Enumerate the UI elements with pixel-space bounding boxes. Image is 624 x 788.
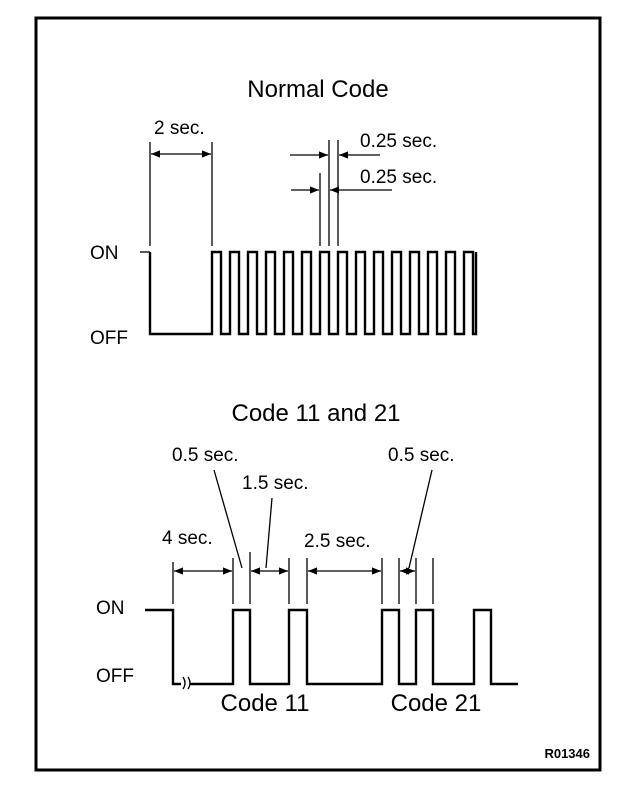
code-11-21-waveform	[190, 608, 518, 686]
time-break-symbol	[182, 676, 191, 690]
normal-code-title: Normal Code	[247, 76, 388, 103]
normal-initial-off-duration-label: 2 sec.	[154, 118, 205, 139]
normal-on-label: ON	[90, 243, 119, 264]
code-21-label: Code 21	[391, 690, 482, 717]
code-separator-duration-label: 2.5 sec.	[304, 531, 371, 552]
code-11-21-title: Code 11 and 21	[231, 400, 400, 427]
figure-frame	[34, 16, 602, 772]
normal-code-section: Normal Code ON OFF 2 sec. 0.25 sec. 0.25…	[90, 76, 478, 349]
normal-off-duration-label: 0.25 sec.	[360, 167, 437, 188]
codes-on-label: ON	[96, 598, 125, 619]
code-gap-duration-label: 1.5 sec.	[242, 473, 309, 494]
figure-reference-code: R01346	[544, 746, 590, 761]
code21-pulse-duration-label: 0.5 sec.	[388, 445, 455, 466]
codes-off-label: OFF	[96, 666, 134, 687]
leader-0-5s-code21	[408, 469, 433, 569]
code-pulse-duration-label: 0.5 sec.	[172, 445, 239, 466]
code-waveform-start	[145, 608, 181, 686]
code-start-duration-label: 4 sec.	[162, 528, 213, 549]
leader-1-5s	[265, 497, 273, 569]
normal-code-waveform	[148, 250, 478, 336]
normal-off-label: OFF	[90, 328, 128, 349]
code-11-21-section: Code 11 and 21 ON OFF 4 sec. 1.5 sec. 0.…	[96, 400, 518, 717]
normal-on-duration-label: 0.25 sec.	[360, 131, 437, 152]
code-11-label: Code 11	[221, 690, 310, 717]
leader-0-5s-code11	[213, 469, 243, 569]
